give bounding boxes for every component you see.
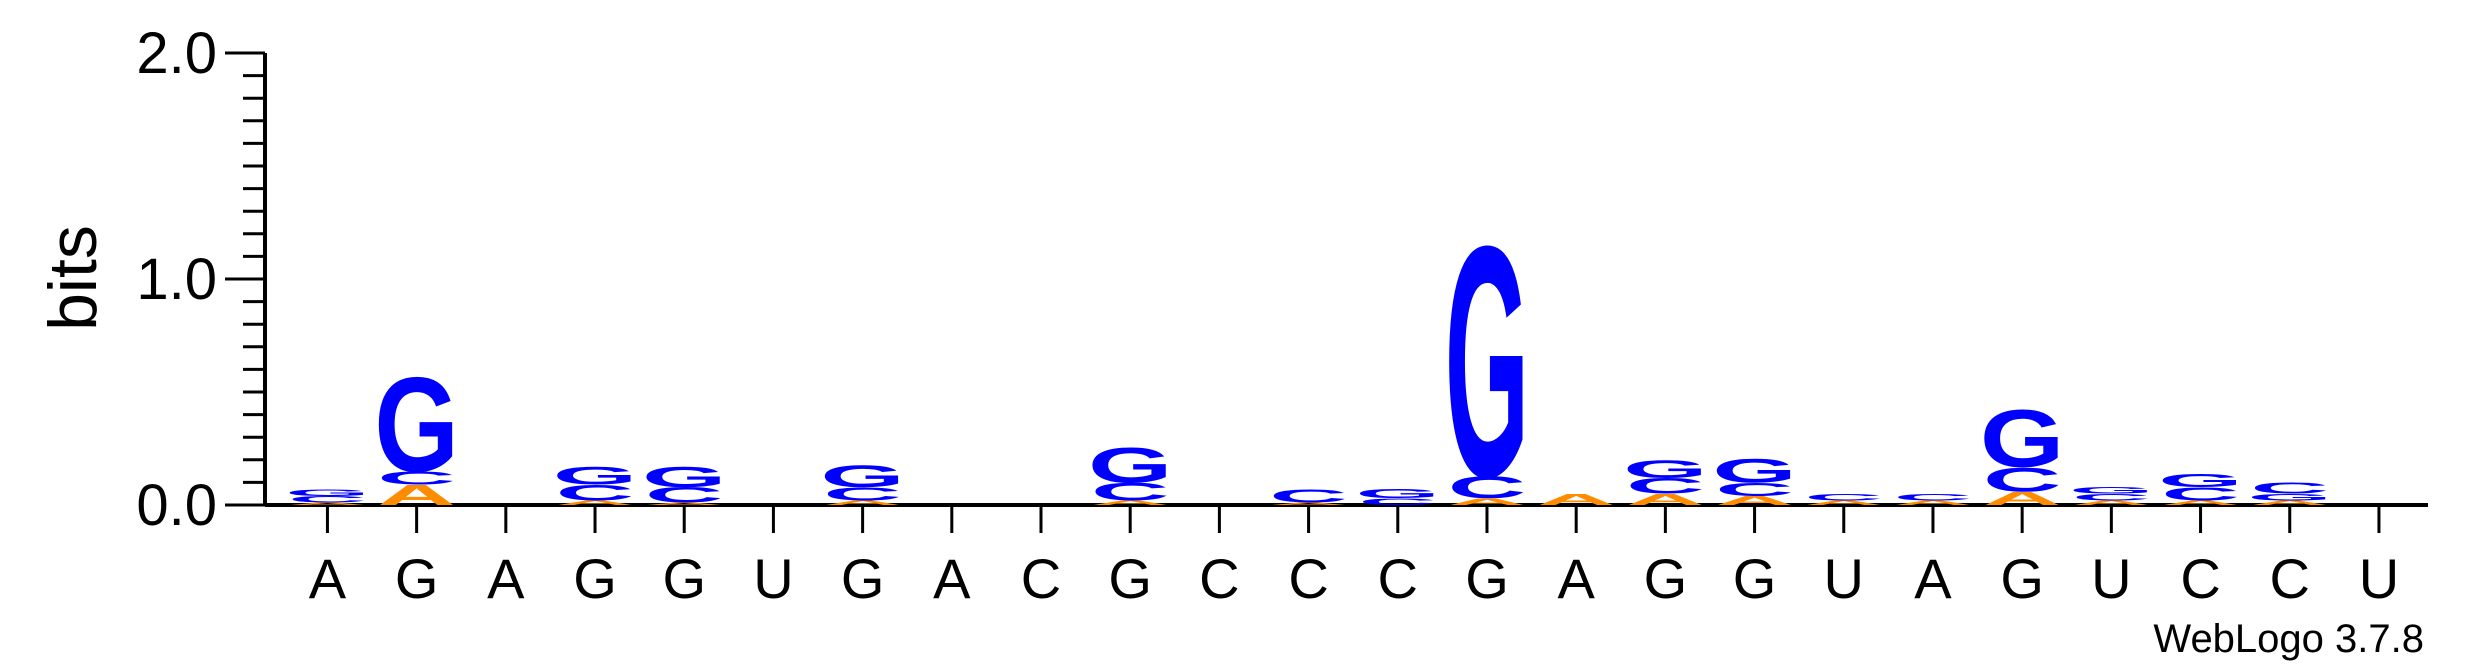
logo-letter-g: G (2248, 492, 2332, 503)
logo-letter-c: C (1091, 478, 1169, 506)
logo-letter-g: G (374, 349, 459, 500)
logo-letter-g: G (553, 462, 638, 490)
position-label: G (395, 547, 439, 610)
position-label: C (2270, 547, 2310, 610)
logo-letter-c: C (1269, 486, 1347, 507)
logo-letter-a: A (823, 499, 901, 506)
logo-letter-c: C (377, 468, 455, 489)
logo-letter-a: A (2161, 499, 2239, 506)
logo-letter-c: C (2161, 483, 2239, 504)
logo-letter-a: A (2251, 499, 2329, 506)
position-label: A (1914, 547, 1952, 610)
logo-letter-a: A (377, 479, 455, 511)
logo-letter-c: C (645, 483, 723, 508)
position-label: G (1465, 547, 1509, 610)
logo-letter-a: A (1091, 499, 1169, 506)
position-label: G (841, 547, 885, 610)
logo-letter-g: G (1980, 394, 2065, 485)
logo-letter-a: A (1269, 502, 1347, 506)
logo-letter-a: A (1715, 494, 1793, 508)
logo-letter-c: C (1359, 497, 1437, 508)
position-label: C (1021, 547, 1061, 610)
logo-letter-a: A (1894, 499, 1972, 506)
logo-letter-a: A (1626, 491, 1704, 508)
logo-letter-g: G (1088, 437, 1172, 493)
logo-letter-c: C (2251, 480, 2329, 497)
logo-letter-c: C (1894, 492, 1972, 503)
position-label: U (1824, 547, 1864, 610)
logo-letter-c: C (1715, 479, 1793, 500)
position-label: G (1733, 547, 1777, 610)
logo-letter-c: C (288, 494, 366, 505)
position-label: U (2359, 547, 2399, 610)
logo-letter-g: G (1623, 455, 1708, 483)
logo-letter-g: G (1356, 487, 1440, 501)
logo-letter-c: C (1448, 470, 1526, 505)
y-axis-title: bits (35, 225, 111, 331)
y-tick-label: 2.0 (136, 21, 217, 86)
position-label: C (1288, 547, 1328, 610)
position-label: U (2091, 547, 2131, 610)
position-label: U (753, 547, 793, 610)
logo-letter-a: A (1448, 497, 1526, 508)
position-label: C (2180, 547, 2220, 610)
logo-letter-a: A (645, 502, 723, 506)
y-tick-label: 0.0 (136, 473, 217, 538)
position-label: G (2000, 547, 2044, 610)
logo-letter-g: G (2158, 470, 2242, 491)
logo-letter-a: A (556, 499, 634, 506)
logo-letter-g: G (1445, 177, 1530, 545)
logo-letter-g: G (1712, 452, 1797, 491)
position-label: G (1644, 547, 1688, 610)
y-axis: 0.0 1.0 2.0 (136, 21, 267, 538)
logo-letter-c: C (1983, 461, 2061, 500)
position-label: A (309, 547, 347, 610)
logo-letter-g: G (2069, 485, 2153, 496)
logo-letter-a: A (1537, 491, 1615, 508)
position-label: G (1108, 547, 1152, 610)
logo-letter-c: C (2072, 492, 2150, 503)
logo-letter-a: A (2072, 499, 2150, 506)
position-label: A (487, 547, 525, 610)
position-label: G (573, 547, 617, 610)
position-label: A (1557, 547, 1595, 610)
footer-credit: WebLogo 3.7.8 (2153, 617, 2424, 661)
logo-letter-c: C (556, 481, 634, 506)
position-label: G (662, 547, 706, 610)
y-tick-label: 1.0 (136, 247, 217, 312)
logo-letter-c: C (823, 483, 901, 504)
logo-letter-g: G (642, 461, 726, 493)
logo-letter-a: A (288, 502, 366, 506)
logo-letter-c: C (1805, 492, 1883, 503)
logo-letter-g: G (285, 488, 369, 499)
position-label: C (1378, 547, 1418, 610)
logo-letter-c: C (1626, 474, 1704, 499)
position-label: C (1199, 547, 1239, 610)
logo-letter-g: G (820, 459, 904, 494)
position-label: A (933, 547, 971, 610)
logo-letter-a: A (1983, 488, 2061, 509)
logo-letter-a: A (1805, 499, 1883, 506)
